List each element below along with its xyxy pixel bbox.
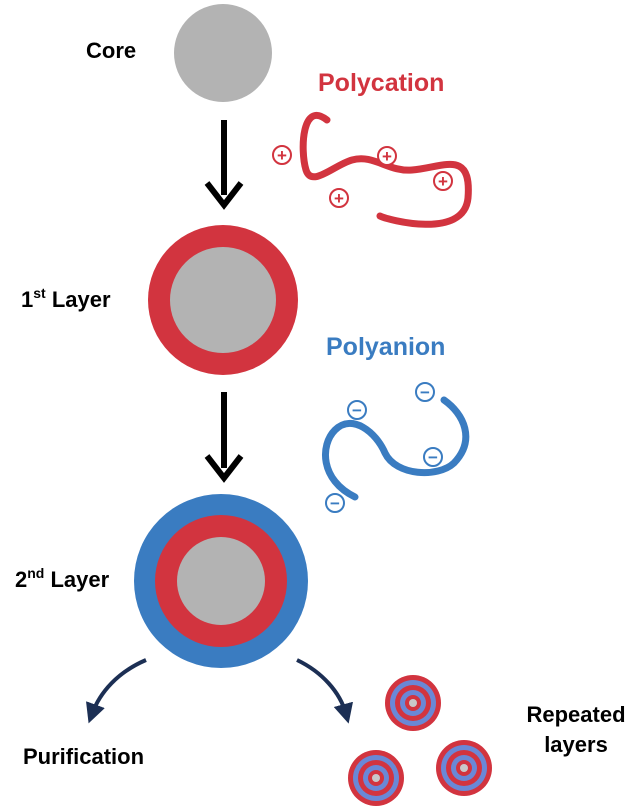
plus-charge-2: + xyxy=(377,146,397,166)
repeated-particle-1 xyxy=(385,675,441,731)
purification-label: Purification xyxy=(23,744,144,769)
svg-text:+: + xyxy=(334,189,344,208)
polyanion-label: Polyanion xyxy=(326,333,445,361)
svg-text:−: − xyxy=(420,383,430,402)
minus-charge-2: − xyxy=(415,382,435,402)
plus-charge-1: + xyxy=(272,145,292,165)
curved-arrow-repeated xyxy=(296,658,354,724)
polyanion-chain xyxy=(321,396,470,501)
plus-charge-4: + xyxy=(433,171,453,191)
down-arrow-1 xyxy=(204,120,244,210)
repeated-particle-2 xyxy=(348,750,404,806)
plus-charge-3: + xyxy=(329,188,349,208)
polycation-label: Polycation xyxy=(318,69,444,97)
repeated-layers-label-line1: Repeated xyxy=(526,702,625,727)
svg-text:−: − xyxy=(428,448,438,467)
layer2-label: 2nd Layer xyxy=(15,565,110,592)
core-circle xyxy=(174,4,272,102)
minus-charge-3: − xyxy=(423,447,443,467)
repeated-particle-3 xyxy=(436,740,492,796)
repeated-layers-label-line2: layers xyxy=(544,732,608,757)
layer1-particle xyxy=(148,225,298,375)
layer2-particle xyxy=(134,494,308,668)
minus-charge-4: − xyxy=(325,493,345,513)
svg-text:−: − xyxy=(352,401,362,420)
layer1-label: 1st Layer xyxy=(21,285,111,312)
curved-arrow-purification xyxy=(86,658,147,724)
minus-charge-1: − xyxy=(347,400,367,420)
core-label: Core xyxy=(86,38,136,63)
svg-text:+: + xyxy=(277,146,287,165)
svg-text:+: + xyxy=(382,147,392,166)
down-arrow-2 xyxy=(204,392,244,483)
svg-text:−: − xyxy=(330,494,340,513)
svg-text:+: + xyxy=(438,172,448,191)
polycation-chain xyxy=(299,111,472,228)
